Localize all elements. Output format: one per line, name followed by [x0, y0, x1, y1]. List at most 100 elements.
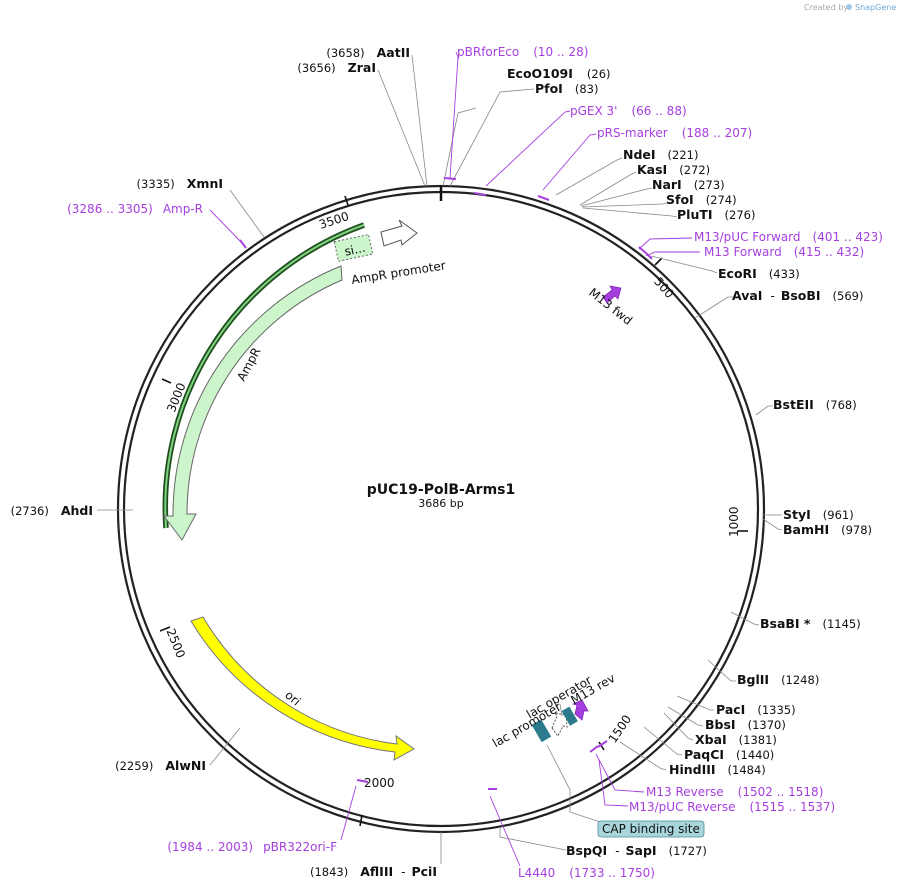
site-labels-right: EcoO109I(26) PfoI(83) NdeI(221) KasI(272…	[507, 66, 872, 858]
tick-label-2500: 2500	[163, 626, 187, 660]
primer-leaders	[209, 51, 700, 867]
tick-2000	[359, 814, 363, 827]
plead-m13puc-fwd	[638, 237, 693, 250]
lead-bsteii	[755, 405, 773, 416]
m13-rev-arrow	[571, 699, 589, 721]
lac-promoter-arrow	[551, 712, 568, 737]
site-pluti: PluTI(276)	[677, 207, 755, 222]
site-ava-bsobi: AvaI-BsoBI(569)	[732, 288, 863, 303]
primer-prs-marker: pRS-marker(188 .. 207)	[597, 126, 752, 140]
primer-m13puc-reverse: M13/pUC Reverse(1515 .. 1537)	[629, 800, 835, 814]
primer-pgex: pGEX 3'(66 .. 88)	[570, 104, 687, 118]
ampr-arrow	[163, 265, 343, 541]
tick-2500	[159, 626, 171, 632]
ori-arrow	[190, 616, 415, 761]
lead-zrai	[377, 69, 426, 187]
site-alwni: (2259)AlwNI	[115, 758, 206, 773]
lead-pluti	[582, 207, 678, 218]
site-bbsi: BbsI(1370)	[705, 717, 786, 732]
m13-fwd-arrow	[602, 285, 622, 304]
lead-ecori	[650, 255, 718, 274]
tick-500	[654, 257, 663, 266]
lead-bsabi	[730, 611, 760, 626]
snapgene-logo-icon	[846, 4, 852, 10]
primer-bar-pbr322ori	[356, 779, 369, 783]
primer-bar-pbrforeco	[443, 177, 457, 180]
site-xbai: XbaI(1381)	[695, 732, 777, 747]
primer-labels: pBRforEco(10 .. 28) pGEX 3'(66 .. 88) pR…	[67, 45, 883, 880]
tick-label-500: 500	[651, 275, 677, 301]
tick-label-1500: 1500	[606, 712, 635, 745]
primer-amp-r: (3286 .. 3305)Amp-R	[67, 202, 203, 216]
plasmid-size: 3686 bp	[418, 497, 463, 510]
lac-operator-box	[561, 706, 578, 726]
primer-m13-reverse: M13 Reverse(1502 .. 1518)	[646, 785, 823, 799]
site-ndei: NdeI(221)	[623, 147, 698, 162]
snapgene-credit: Created by SnapGene	[804, 3, 896, 12]
lead-pfoi	[449, 88, 535, 187]
ampr-promoter-arrow	[380, 219, 418, 247]
plead-m13puc-rev	[598, 759, 629, 807]
ampr-top-highlight	[164, 224, 365, 529]
lead-bspqi	[499, 827, 567, 851]
site-bspqi-sapi: BspQI-SapI(1727)	[566, 843, 707, 858]
plead-pbrforeco	[449, 51, 459, 179]
lead-bbsi	[667, 706, 704, 727]
plead-prs	[542, 133, 597, 191]
site-ecori: EcoRI(433)	[718, 266, 800, 281]
lead-paci	[676, 695, 714, 711]
primer-pbrforeco: pBRforEco(10 .. 28)	[457, 45, 588, 59]
lead-ndei	[555, 157, 623, 196]
cap-binding-site-box	[597, 820, 705, 838]
lead-nari	[580, 187, 653, 207]
tick-label-2000: 2000	[364, 776, 395, 790]
lead-hindiii	[619, 741, 667, 771]
site-styi: StyI(961)	[783, 507, 854, 522]
site-aatii: (3658)AatII	[326, 45, 410, 60]
plead-pbr322ori	[340, 785, 357, 841]
lead-xmni	[229, 189, 265, 238]
site-labels-left: (3658)AatII (3656)ZraI (3335)XmnI (2736)…	[11, 45, 437, 879]
cap-lead	[546, 744, 601, 823]
site-paci: PacI(1335)	[716, 702, 796, 717]
plead-ampr	[209, 209, 244, 245]
lead-bamhi	[762, 518, 783, 531]
signal-label: si...	[343, 241, 366, 259]
primer-m13puc-forward: M13/pUC Forward(401 .. 423)	[694, 230, 883, 244]
site-leaders	[97, 54, 783, 864]
cap-binding-site-label: CAP binding site	[602, 822, 700, 836]
signal-box	[333, 233, 374, 262]
credit-prefix: Created by	[804, 3, 848, 12]
site-pfoi: PfoI(83)	[535, 81, 598, 96]
site-ecoo109i: EcoO109I(26)	[507, 66, 611, 81]
site-paqci: PaqCI(1440)	[684, 747, 774, 762]
primer-bar-m13puc-rev	[597, 740, 608, 748]
signal-sequence: si...	[333, 233, 374, 262]
primer-pbr322ori-f: (1984 .. 2003)pBR322ori-F	[167, 840, 337, 854]
lead-ava	[694, 296, 733, 319]
plead-l4440	[489, 795, 521, 867]
ori-feature: ori	[190, 616, 415, 761]
lead-kasi	[579, 171, 637, 206]
plasmid-name: pUC19-PolB-Arms1	[367, 482, 516, 498]
lead-paqci	[643, 726, 683, 756]
site-hindiii: HindIII(1484)	[669, 762, 766, 777]
primer-bar-pgex	[473, 192, 487, 196]
tick-marks: 500 1000 1500 2000 2500 3000 3500	[159, 195, 748, 827]
primer-bar-prs	[537, 195, 550, 201]
primer-l4440: L4440(1733 .. 1750)	[518, 866, 655, 880]
lead-ecoo109i	[442, 107, 477, 187]
site-bsabi: BsaBI *(1145)	[760, 616, 861, 631]
lead-xbai	[663, 712, 694, 741]
primer-m13-forward: M13 Forward(415 .. 432)	[704, 245, 864, 259]
tick-3000	[161, 378, 172, 384]
tick-label-3500: 3500	[317, 209, 350, 232]
m13-fwd-feature: M13 fwd	[586, 285, 635, 327]
site-bsteii: BstEII(768)	[773, 397, 857, 412]
tick-label-1000: 1000	[727, 506, 741, 537]
primer-bar-m13-fwd	[645, 252, 653, 260]
lac-operator-lead	[559, 703, 563, 717]
ampr-feature: AmpR	[162, 222, 365, 541]
site-bglii: BglII(1248)	[737, 672, 819, 687]
